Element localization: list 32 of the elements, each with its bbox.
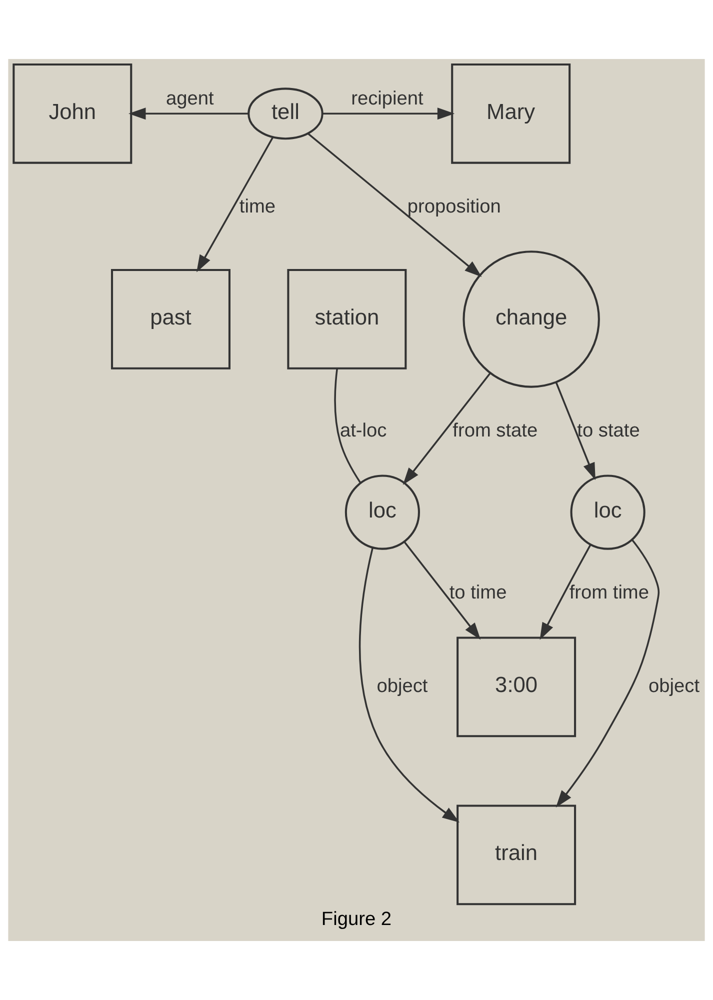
edge-label: object	[376, 676, 428, 697]
edge-label: recipient	[351, 88, 424, 110]
connector	[334, 368, 362, 484]
arrow	[402, 372, 491, 485]
node-box: 3:00	[456, 636, 576, 738]
arrow	[358, 548, 460, 822]
node-circle: loc	[570, 474, 646, 550]
arrow	[404, 542, 481, 640]
edge-label: from time	[569, 582, 650, 604]
arrow	[540, 544, 592, 640]
arrow	[128, 108, 248, 120]
edge-label: time	[239, 196, 276, 218]
arrow	[322, 108, 455, 120]
node-box: train	[456, 804, 576, 906]
arrow	[556, 539, 660, 808]
node-box: John	[12, 63, 132, 164]
node-box: Mary	[451, 63, 571, 164]
arrow	[196, 137, 274, 272]
edge-label: to state	[577, 420, 640, 442]
edge-label: agent	[166, 88, 214, 110]
edge-label: from state	[452, 420, 538, 442]
node-ellipse: tell	[248, 88, 324, 140]
arrow	[308, 133, 482, 277]
arrow	[555, 382, 596, 480]
edge-label: object	[648, 676, 700, 697]
node-box: station	[287, 269, 407, 370]
node-circle: loc	[344, 474, 420, 550]
caption: Figure 2	[321, 908, 392, 930]
edge-label: proposition	[407, 196, 501, 218]
node-box: past	[110, 269, 230, 370]
edge-label: at-loc	[340, 420, 387, 442]
edge-label: to time	[449, 582, 507, 604]
